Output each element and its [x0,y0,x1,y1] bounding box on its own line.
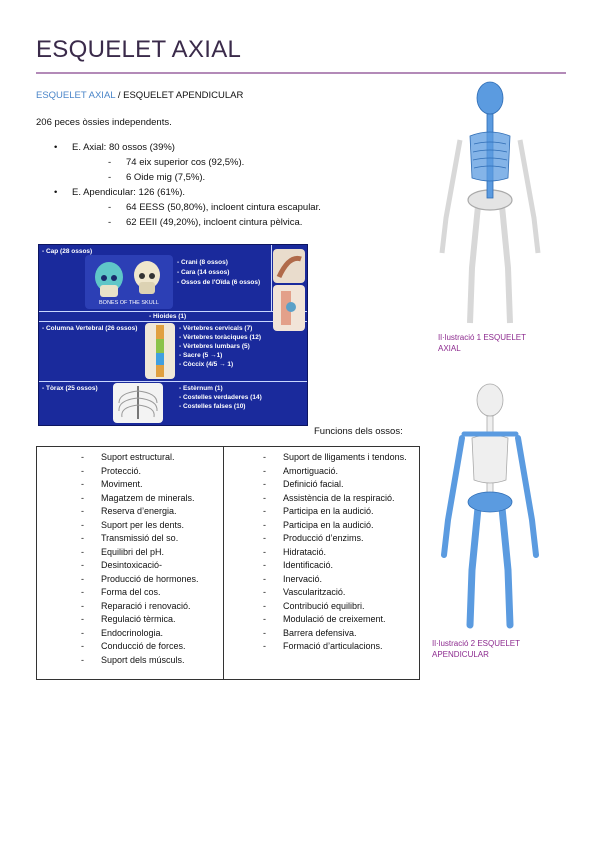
list-item: -Conducció de forces. [81,641,186,651]
list-item: -Magatzem de minerals. [81,492,195,503]
list-item: -Formació d’articulacions. [263,641,383,651]
list-item: -Equilibri del pH. [81,546,165,557]
figure-columna-label: - Columna Vertebral (26 ossos) [42,325,138,332]
axial-skeleton-illustration [439,81,541,324]
list-item: -Regulació tèrmica. [81,614,176,624]
list-item: -Identificació. [263,560,334,570]
list-item: -Transmissió del so. [81,533,179,543]
intro-text: 206 peces òssies independents. [36,117,172,128]
list-item: -74 eix superior cos (92,5%). [108,157,245,168]
figure-cap-label: - Cap (28 ossos) [42,248,93,255]
list-item: -Assistència de la respiració. [263,492,395,503]
functions-left-column: -Suport estructural. -Protecció. -Movime… [77,451,217,667]
nav-link-apendicular: / ESQUELET APENDICULAR [115,90,244,101]
list-item: -Producció de hormones. [81,573,199,584]
list-item: -62 EEII (49,20%), incloent cintura pèlv… [108,217,303,228]
figure-columna-item: - Còccix (4/5 → 1) [179,361,234,368]
list-item: •E. Apendicular: 126 (61%). -64 EESS (50… [54,187,321,228]
list-item: -Producció d’enzims. [263,533,364,543]
list-item: -Moviment. [81,479,143,489]
list-item: -Reparació i renovació. [81,600,191,611]
figure-torax-item: - Costelles verdaderes (14) [179,394,262,401]
figure-cap-item: - Crani (8 ossos) [177,259,228,266]
figure-columna-item: - Vèrtebres cervicals (7) [179,325,253,332]
list-item: -Definició facial. [263,479,344,489]
figure-divider [39,381,307,382]
list-item: -Amortiguació. [263,465,339,476]
list-item: -Suport per les dents. [81,519,185,530]
bullet-icon: • [54,142,58,153]
list-item: •E. Axial: 80 ossos (39%) -74 eix superi… [36,140,321,185]
list-item: -Forma del cos. [81,587,161,597]
list-item: -Hidratació. [263,546,327,557]
figure-divider [39,311,307,312]
nav-link-axial[interactable]: ESQUELET AXIAL [36,90,116,101]
list-item: -Participa en la audició. [263,506,374,516]
list-item: -Contribució equilibri. [263,600,365,611]
ear-bones-image [273,249,305,283]
list-item: -Desintoxicació- [81,560,163,570]
figure-torax-label: - Tòrax (25 ossos) [42,385,98,392]
figure-columna-item: - Sacre (5 →1) [179,352,223,359]
breadcrumb: ESQUELET AXIAL / ESQUELET APENDICULAR [36,90,243,101]
title-divider [36,72,566,74]
illustration-caption-2: Il·lustració 2 ESQUELET APENDICULAR [432,639,520,659]
list-item: -Suport dels músculs. [81,654,185,665]
skull-image: BONES OF THE SKULL [85,255,173,309]
figure-divider [39,321,307,322]
list-item: -Reserva d’energia. [81,506,177,516]
illustration-caption-1: Il·lustració 1 ESQUELET AXIAL [438,333,526,353]
figure-hioides-label: - Hioides (1) [149,313,187,320]
page-title: ESQUELET AXIAL [36,36,242,63]
skull-image-label: BONES OF THE SKULL [99,300,159,306]
list-item: -6 Oide mig (7,5%). [108,172,206,183]
list-item: -Suport estructural. [81,452,175,462]
spine-image [145,323,175,379]
list-item: -64 EESS (50,80%), incloent cintura esca… [108,202,321,213]
bone-count-list: •E. Axial: 80 ossos (39%) -74 eix superi… [36,140,321,230]
figure-cap-item: - Cara (14 ossos) [177,269,230,276]
ribcage-image [113,383,163,423]
functions-caption: Funcions dels ossos: [314,426,403,437]
hyoid-image [273,285,305,331]
table-column-divider [223,447,224,679]
figure-torax-item: - Costelles falses (10) [179,403,246,410]
list-item: -Suport de lligaments i tendons. [263,452,407,462]
list-item: -Vascularització. [263,587,346,597]
list-item: -Protecció. [81,465,142,476]
list-item: -Inervació. [263,573,323,584]
axial-skeleton-figure: - Cap (28 ossos) BONES OF THE SKULL - Cr… [38,244,308,426]
list-item: -Barrera defensiva. [263,627,357,638]
list-item: -Endocrinologia. [81,627,164,638]
list-item: -Modulació de creixement. [263,614,386,624]
figure-columna-item: - Vèrtebres toràciques (12) [179,334,262,341]
bullet-icon: • [54,187,58,198]
figure-divider [271,245,272,311]
appendicular-skeleton-illustration [441,383,539,629]
figure-torax-item: - Estèrnum (1) [179,385,223,392]
functions-table: -Suport estructural. -Protecció. -Movime… [36,446,420,680]
figure-columna-item: - Vèrtebres lumbars (5) [179,343,250,350]
figure-cap-item: - Ossos de l'Oïda (6 ossos) [177,279,261,286]
list-item: -Participa en la audició. [263,519,374,530]
functions-right-column: -Suport de lligaments i tendons. -Amorti… [259,451,427,654]
